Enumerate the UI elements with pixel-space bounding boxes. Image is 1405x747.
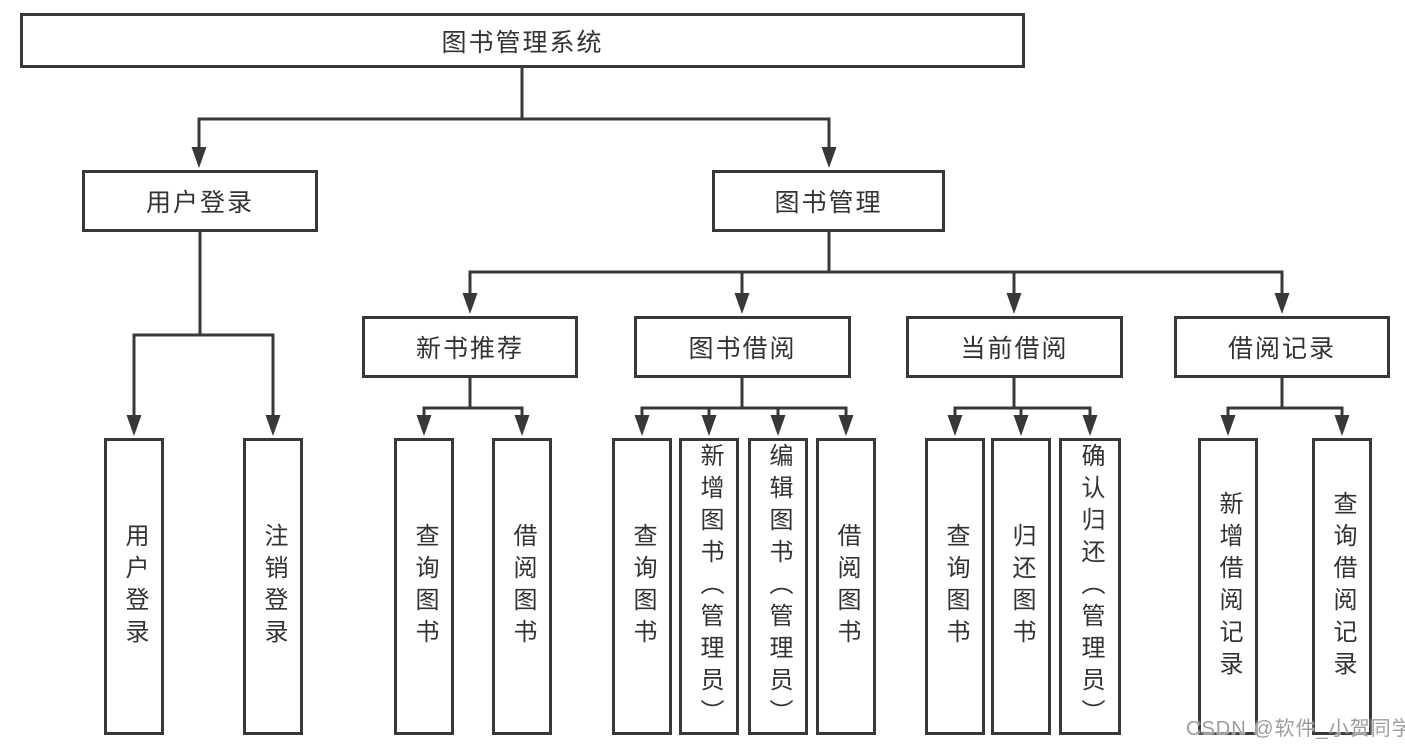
node-root: 图书管理系统 [20, 13, 1025, 68]
tree-edges [132, 66, 1344, 420]
leaf-query-books-current: 查询图书 [925, 438, 985, 735]
leaf-return-books: 归还图书 [991, 438, 1051, 735]
node-borrow-records: 借阅记录 [1174, 316, 1390, 378]
csdn-watermark: CSDN @软件_小贺同学 [1186, 718, 1405, 740]
leaf-query-books-recommend: 查询图书 [394, 438, 454, 735]
node-user-login: 用户登录 [82, 170, 318, 232]
leaf-query-borrow-record: 查询借阅记录 [1312, 438, 1372, 735]
node-book-management: 图书管理 [712, 170, 945, 232]
node-current-borrow: 当前借阅 [906, 316, 1123, 378]
leaf-user-login: 用户登录 [104, 438, 164, 735]
leaf-edit-books-admin: 编辑图书（管理员） [748, 438, 808, 735]
leaf-query-books-borrow: 查询图书 [612, 438, 672, 735]
leaf-borrow-books-borrow: 借阅图书 [816, 438, 876, 735]
leaf-add-books-admin: 新增图书（管理员） [679, 438, 739, 735]
node-book-borrow: 图书借阅 [634, 316, 851, 378]
leaf-add-borrow-record: 新增借阅记录 [1198, 438, 1258, 735]
leaf-confirm-return-admin: 确认归还（管理员） [1059, 438, 1121, 735]
leaf-borrow-books-recommend: 借阅图书 [492, 438, 552, 735]
leaf-logout: 注销登录 [243, 438, 303, 735]
node-new-book-recommend: 新书推荐 [362, 316, 578, 378]
